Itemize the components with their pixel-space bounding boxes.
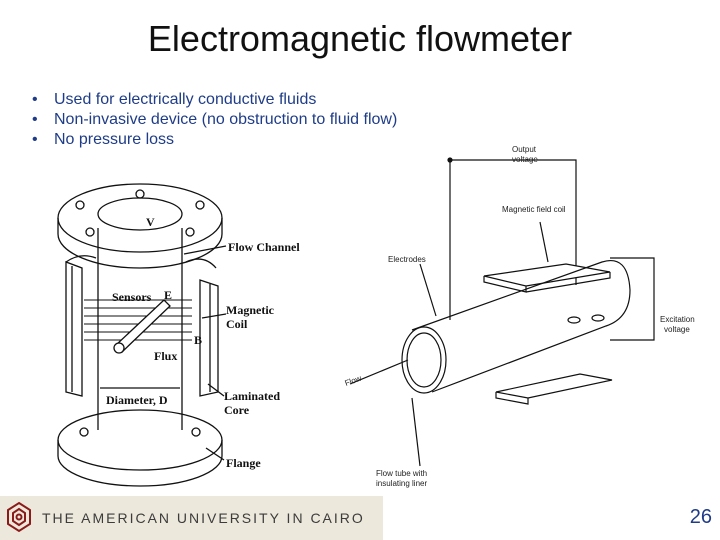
bullet-item: Used for electrically conductive fluids [32,90,397,110]
slide-title: Electromagnetic flowmeter [147,18,573,59]
page-number: 26 [689,506,712,528]
label-magnetic-coil: Magnetic [226,303,275,317]
label-b: B [194,333,202,347]
footer-university-name: THE AMERICAN UNIVERSITY IN CAIRO [42,510,365,526]
label-v: V [146,215,155,229]
label-output-voltage: voltage [512,155,538,164]
label-excitation-voltage: Excitation [660,315,695,324]
label-output-voltage: Output [512,145,537,154]
label-diameter: Diameter, D [106,393,168,407]
tube-opening [401,326,447,394]
label-flow-tube: Flow tube with [376,469,427,478]
auc-logo-icon [7,501,31,533]
label-flux: Flux [154,349,177,363]
bullet-item: Non-invasive device (no obstruction to f… [32,110,397,130]
label-laminated-core: Laminated [224,389,280,403]
label-flange: Flange [226,456,261,470]
footer-bar [0,496,383,540]
label-flow-channel: Flow Channel [228,240,300,254]
label-magnetic-field-coil: Magnetic field coil [502,205,566,214]
bottom-coil [495,373,613,399]
label-magnetic-coil: Coil [226,317,248,331]
label-laminated-core: Core [224,403,250,417]
top-coil [483,263,611,287]
label-sensors: Sensors [112,290,152,304]
bullet-item: No pressure loss [32,130,397,150]
bullet-list: Used for electrically conductive fluids … [32,90,397,150]
label-excitation-voltage: voltage [664,325,690,334]
label-e: E [164,288,172,302]
label-flow-tube: insulating liner [376,479,427,488]
label-flow: Flow [344,374,363,388]
flow-tube [411,260,631,393]
label-electrodes: Electrodes [388,255,426,264]
